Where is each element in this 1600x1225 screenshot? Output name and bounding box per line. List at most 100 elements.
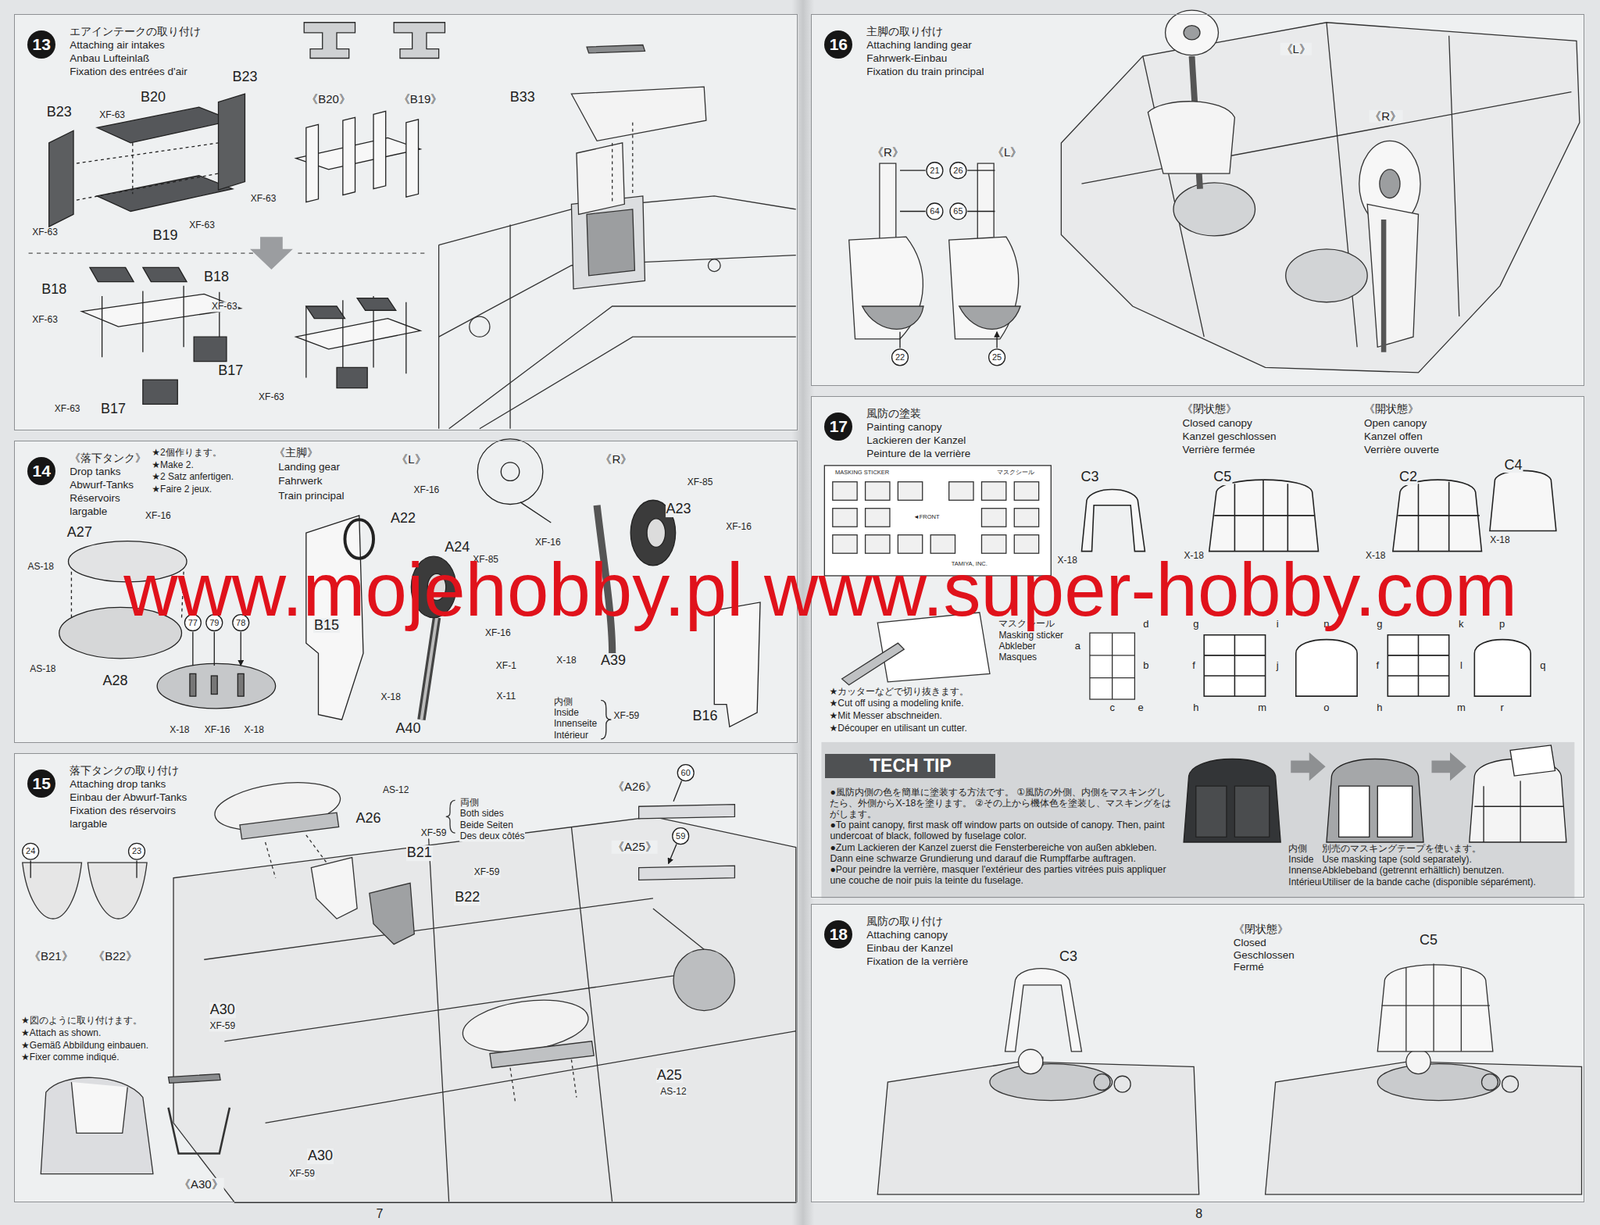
intake-parts (49, 93, 246, 227)
part-number: C3 (1079, 469, 1100, 486)
part-name: 《B22》 (92, 950, 139, 964)
fuselage-outline (707, 259, 721, 272)
heading-text: エアインテークの取り付け (69, 25, 201, 39)
wing-outline (1183, 25, 1200, 40)
note-text: 別売のマスキングテープを使います。 (1321, 843, 1483, 854)
intake-parts (76, 142, 219, 200)
panel-ground (14, 14, 1585, 1203)
cockpit (1005, 968, 1083, 1052)
heading-text: Painting canopy (866, 420, 971, 434)
page-number: 7 (375, 1207, 384, 1222)
part-number: B20 (139, 89, 167, 106)
masking-sticker (981, 482, 1006, 501)
note-text: Des deux côtés (459, 831, 526, 842)
sub-heading: Train principal (277, 489, 345, 502)
paint-code: XF-16 (413, 485, 441, 497)
sub-heading: Verrière ouverte (1363, 444, 1440, 457)
callout-circle (926, 162, 943, 179)
note-text: ★2個作ります。 (150, 447, 222, 458)
mask-letter: m (1456, 702, 1467, 714)
heading-text: Fixation du train principal (866, 64, 984, 79)
watermark: www.mojehobby.pl www.super-hobby.com (122, 548, 1518, 632)
intake-assembly (81, 293, 241, 327)
note-text: Intérieur (1287, 877, 1324, 888)
part-name: 《R》 (599, 453, 633, 467)
callout-number: 26 (952, 165, 964, 175)
tech-tip-canopy (1183, 745, 1567, 843)
panel-ground (14, 14, 798, 431)
step-panel: 17風防の塗装Painting canopyLackieren der Kanz… (810, 396, 1585, 899)
wing-underside (265, 835, 327, 879)
note-text: Beide Seiten (459, 820, 515, 831)
paint-code: XF-16 (203, 725, 232, 736)
fuselage-outline (439, 224, 511, 429)
drop-tank (157, 663, 276, 708)
sub-heading: Open canopy (1363, 417, 1428, 430)
wing-outline (1379, 169, 1400, 199)
paint-code: XF-59 (288, 1169, 316, 1180)
note-text: Both sides (459, 809, 505, 820)
paint-code: XF-63 (31, 315, 59, 326)
masking-sticker (1089, 632, 1135, 700)
part-number: B33 (509, 89, 536, 106)
step-number: 17 (824, 412, 853, 441)
cockpit (877, 1061, 1199, 1195)
wing-outline (879, 163, 994, 240)
paint-code: XF-63 (210, 302, 239, 313)
mask-letter: f (1375, 659, 1380, 671)
paint-code: X-18 (243, 725, 265, 736)
wing-outline (1147, 101, 1235, 174)
fuselage-outline (469, 316, 490, 337)
part-outline (303, 22, 445, 59)
cockpit (1018, 1049, 1043, 1074)
step-arrow (250, 236, 293, 270)
landing-gear (421, 617, 437, 721)
landing-gear (477, 439, 543, 505)
part-number: B16 (692, 708, 719, 725)
mask-letter: b (1142, 659, 1150, 671)
heading-text: Einbau der Kanzel (866, 941, 968, 955)
step-panel: 16主脚の取り付けAttaching landing gearFahrwerk-… (810, 14, 1585, 386)
canopy (1296, 639, 1358, 697)
panel-ground (810, 14, 1585, 386)
callout-number: 22 (894, 352, 906, 362)
cockpit (989, 1064, 1113, 1101)
wing-underside (239, 812, 340, 840)
tip-body: ●風防内側の色を簡単に塗装する方法です。 ①風防の外側、内側をマスキングしたら、… (829, 786, 1174, 887)
wing-underside (446, 800, 456, 833)
intake-assembly (306, 298, 397, 389)
canopy (1209, 479, 1319, 551)
sub-heading: 《主脚》 (273, 446, 319, 459)
intake-assembly (296, 110, 421, 202)
callout-circle (950, 162, 967, 179)
tech-tip-canopy (1339, 785, 1413, 837)
sub-heading: Kanzel offen (1363, 431, 1424, 443)
wing-outline (849, 236, 924, 340)
part-name: 《A30》 (178, 1178, 225, 1192)
tech-tip-band (821, 742, 1575, 899)
intake-assembly (306, 110, 419, 202)
sub-heading: Verrière fermée (1181, 444, 1256, 457)
step-panel: 15落下タンクの取り付けAttaching drop tanksEinbau d… (14, 753, 798, 1203)
sub-heading: 《開状態》 (1363, 403, 1420, 415)
paint-code: AS-18 (27, 562, 55, 573)
part-number: A28 (102, 674, 129, 690)
part-number: A30 (307, 1148, 334, 1165)
mask-letter: a (1074, 640, 1082, 652)
mask-letter: m (1257, 702, 1268, 714)
callout-circle (892, 349, 909, 366)
wing-outline (1367, 203, 1418, 347)
intake-assembly (81, 267, 421, 404)
heading-text: Drop tanks (69, 464, 148, 479)
masking-sticker (832, 508, 858, 528)
part-number: A23 (665, 501, 693, 518)
canopy (1203, 635, 1265, 697)
drop-tank (210, 675, 218, 695)
part-number: B23 (231, 69, 258, 86)
wing-outline (849, 10, 1580, 373)
part-name: 《L》 (395, 453, 427, 467)
canopy (1474, 639, 1531, 697)
callout-number: 24 (25, 846, 36, 856)
mask-letter: l (1459, 659, 1464, 671)
